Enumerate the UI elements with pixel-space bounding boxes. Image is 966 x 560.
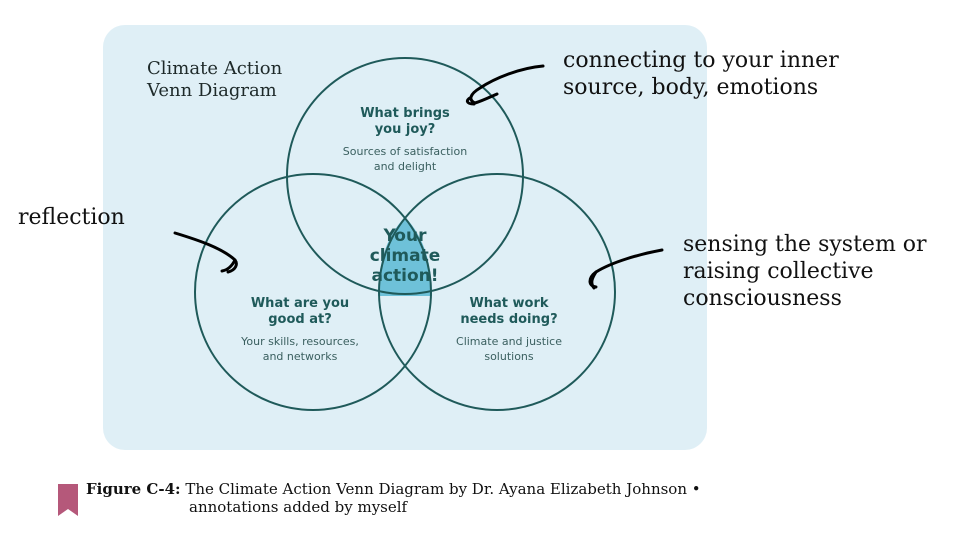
circle-good-at-heading: What are you good at? bbox=[250, 296, 350, 327]
circle-good-at bbox=[194, 173, 432, 411]
diagram-title: Climate Action Venn Diagram bbox=[147, 58, 283, 101]
circle-joy-heading: What brings you joy? bbox=[360, 106, 450, 137]
arrow-left bbox=[173, 231, 238, 274]
arrow-top-right bbox=[465, 64, 545, 106]
circle-good-at-subtext: Your skills, resources, and networks bbox=[241, 335, 359, 363]
circle-work-needed-heading: What work needs doing? bbox=[460, 296, 558, 327]
caption-label: Figure C-4: bbox=[86, 480, 181, 498]
caption-text-line1: The Climate Action Venn Diagram by Dr. A… bbox=[180, 480, 701, 498]
annotation-right: sensing the system or raising collective… bbox=[683, 232, 927, 311]
figure-caption: Figure C-4: The Climate Action Venn Diag… bbox=[86, 480, 786, 516]
circle-joy-text: What brings you joy? Sources of satisfac… bbox=[330, 106, 480, 174]
annotation-top-right: connecting to your inner source, body, e… bbox=[563, 48, 839, 100]
circle-work-needed-text: What work needs doing? Climate and justi… bbox=[434, 296, 584, 364]
caption-text-line2: annotations added by myself bbox=[189, 498, 408, 516]
arrow-right bbox=[588, 248, 664, 290]
circle-work-needed bbox=[378, 173, 616, 411]
circle-work-needed-subtext: Climate and justice solutions bbox=[456, 335, 562, 363]
center-label: Your climate action! bbox=[369, 226, 441, 286]
bookmark-icon bbox=[58, 484, 78, 516]
center-intersection bbox=[378, 217, 432, 296]
circle-good-at-text: What are you good at? Your skills, resou… bbox=[225, 296, 375, 364]
annotation-left: reflection bbox=[18, 205, 125, 230]
circle-joy-subtext: Sources of satisfaction and delight bbox=[342, 145, 468, 173]
